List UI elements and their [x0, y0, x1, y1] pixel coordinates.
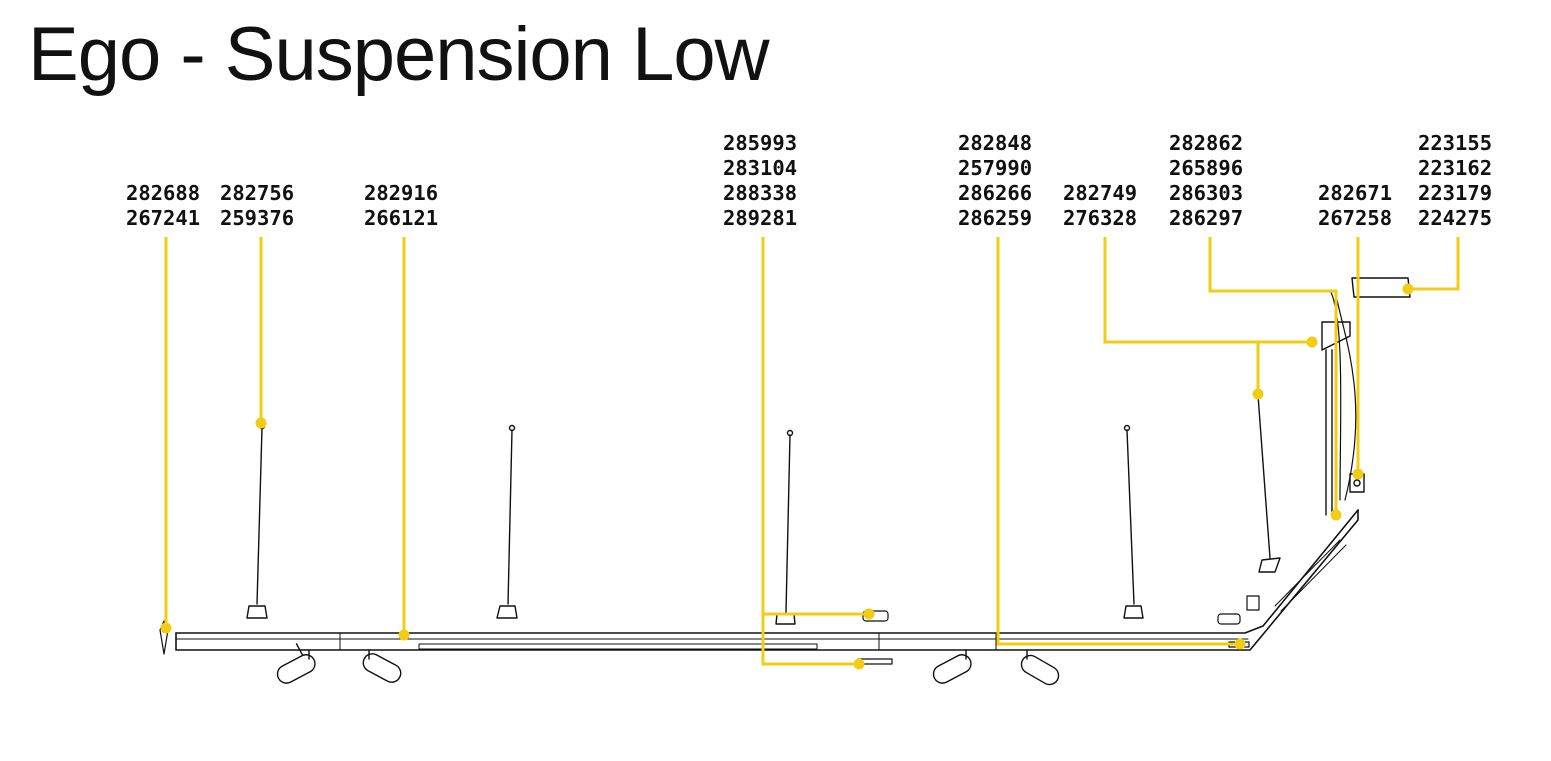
part-code: 224275: [1418, 206, 1493, 230]
page-title: Ego - Suspension Low: [28, 12, 769, 97]
callout-label-6: 282749 276328: [1063, 181, 1137, 231]
part-code: 286303: [1169, 181, 1244, 205]
callout-leader-4: [761, 237, 859, 666]
suspension-cables: [246, 394, 1281, 625]
callout-leader-6: [1103, 237, 1312, 344]
part-code: 267241: [126, 206, 201, 230]
part-code: 282756: [220, 181, 295, 205]
rail-connectors: [857, 595, 1260, 665]
part-code: 285993: [723, 131, 798, 155]
part-code: 282916: [364, 181, 439, 205]
part-code: 223162: [1418, 156, 1493, 180]
part-code: 265896: [1169, 156, 1244, 180]
part-code: 283104: [723, 156, 798, 180]
callout-dot: [863, 608, 875, 620]
callout-label-8: 282671 267258: [1318, 181, 1392, 231]
product-drawing: [159, 277, 1411, 686]
callout-dots: [160, 283, 1414, 670]
callout-leader-7: [1208, 237, 1338, 515]
callout-label-7: 282862 265896 286303 286297: [1169, 131, 1243, 231]
callout-leader-9: [1408, 237, 1460, 291]
callout-label-5: 282848 257990 286266 286259: [958, 131, 1032, 231]
callout-dot: [160, 622, 172, 634]
callout-label-1: 282688 267241: [126, 181, 200, 231]
callout-label-9: 223155 223162 223179 224275: [1418, 131, 1492, 231]
part-code: 223155: [1418, 131, 1493, 155]
callout-dot: [1306, 336, 1318, 348]
callout-label-3: 282916 266121: [364, 181, 438, 231]
callout-dot: [398, 629, 410, 641]
callout-dot: [1352, 468, 1364, 480]
part-code: 282749: [1063, 181, 1138, 205]
callout-dot: [1252, 388, 1264, 400]
callout-leader-5: [996, 237, 1240, 646]
part-code: 286297: [1169, 206, 1244, 230]
part-code: 286259: [958, 206, 1033, 230]
callout-leaders: [164, 237, 1460, 666]
callout-dot: [1234, 638, 1246, 650]
spotlights: [276, 643, 1060, 686]
part-code: 286266: [958, 181, 1033, 205]
part-code: 276328: [1063, 206, 1138, 230]
part-code: 282862: [1169, 131, 1244, 155]
part-code: 282848: [958, 131, 1033, 155]
part-code: 266121: [364, 206, 439, 230]
part-code: 288338: [723, 181, 798, 205]
part-code: 257990: [958, 156, 1033, 180]
part-code: 259376: [220, 206, 295, 230]
part-code: 282688: [126, 181, 201, 205]
callout-dot: [1330, 509, 1342, 521]
callout-label-2: 282756 259376: [220, 181, 294, 231]
part-code: 267258: [1318, 206, 1393, 230]
part-code: 223179: [1418, 181, 1493, 205]
callout-dot: [853, 658, 865, 670]
track-rail: [175, 509, 1359, 651]
callout-label-4: 285993 283104 288338 289281: [723, 131, 797, 231]
part-code: 289281: [723, 206, 798, 230]
callout-dot: [1402, 283, 1414, 295]
part-code: 282671: [1318, 181, 1393, 205]
callout-dot: [255, 417, 267, 429]
